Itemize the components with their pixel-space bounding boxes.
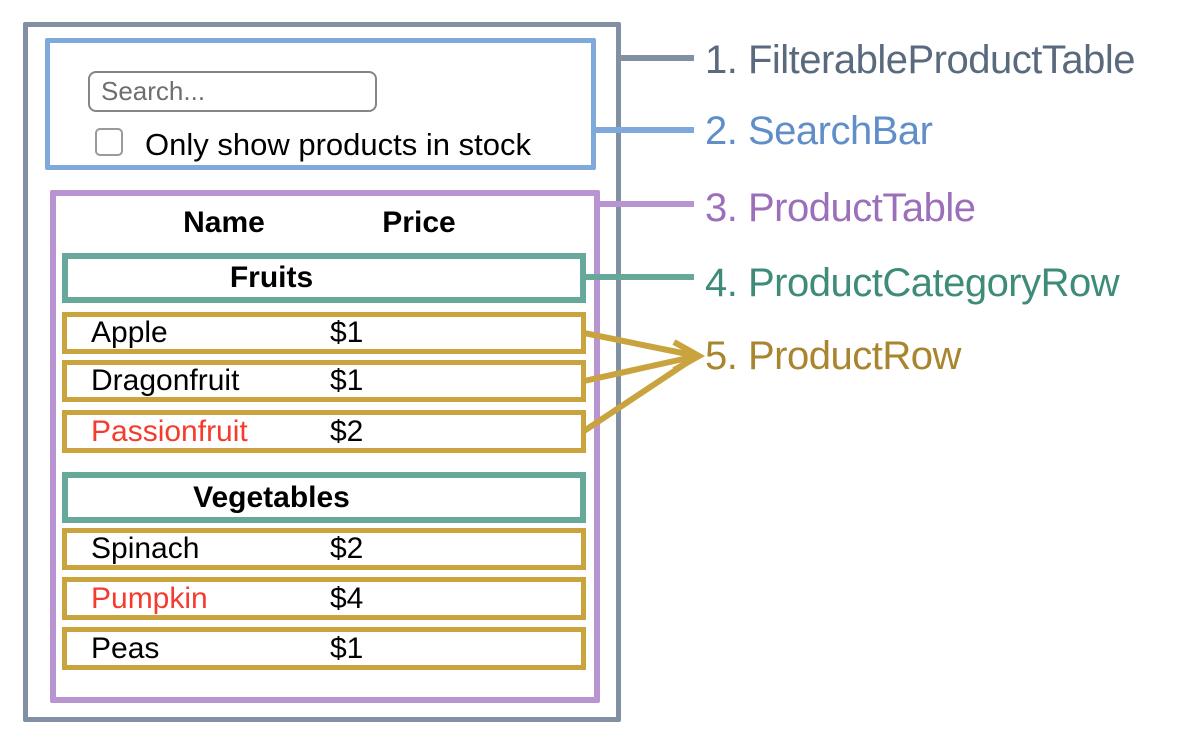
legend-product-table: 3. ProductTable [705, 186, 976, 230]
in-stock-checkbox[interactable] [95, 128, 123, 156]
product-name: Passionfruit [91, 414, 248, 448]
product-price: $2 [330, 532, 364, 565]
product-row: Spinach $2 [62, 528, 586, 570]
product-row: Apple $1 [62, 312, 586, 354]
product-name: Pumpkin [91, 581, 208, 615]
product-row: Peas $1 [62, 627, 586, 670]
product-name: Peas [91, 631, 160, 665]
product-row: Dragonfruit $1 [62, 360, 586, 402]
product-price: $4 [330, 581, 364, 615]
legend-product-category-row: 4. ProductCategoryRow [705, 261, 1120, 305]
product-category-row-fruits: Fruits [62, 253, 586, 303]
product-row: Passionfruit $2 [62, 410, 586, 453]
product-row: Pumpkin $4 [62, 577, 586, 620]
product-category-row-vegetables: Vegetables [62, 472, 586, 523]
product-price: $1 [330, 364, 364, 397]
column-header-name: Name [183, 206, 265, 239]
legend-search-bar: 2. SearchBar [705, 109, 933, 153]
filterable-product-table-box: Only show products in stock Name Price F… [23, 22, 621, 722]
column-header-price: Price [382, 206, 456, 239]
product-price: $1 [330, 631, 364, 665]
search-bar-box: Only show products in stock [45, 38, 596, 170]
in-stock-checkbox-label: Only show products in stock [145, 127, 531, 162]
product-table-box: Name Price Fruits Apple $1 Dragonfruit $… [50, 190, 600, 703]
legend-filterable-product-table: 1. FilterableProductTable [705, 38, 1135, 82]
product-name: Dragonfruit [91, 364, 240, 397]
product-price: $1 [330, 316, 364, 349]
legend-product-row: 5. ProductRow [705, 334, 961, 378]
search-input[interactable] [88, 71, 377, 112]
arrowhead-icon [672, 339, 706, 373]
product-price: $2 [330, 414, 364, 448]
product-name: Apple [91, 316, 168, 349]
product-name: Spinach [91, 532, 200, 565]
